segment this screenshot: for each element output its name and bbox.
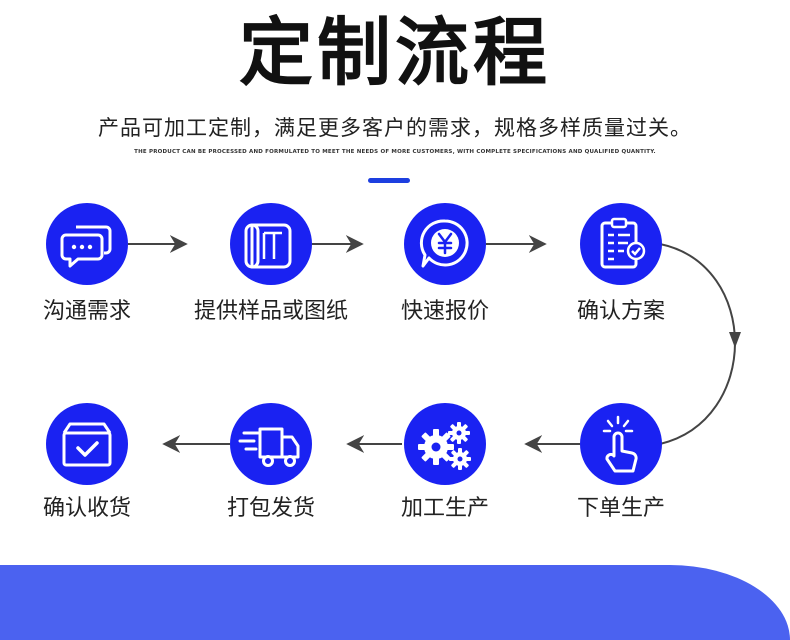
step-8-circle xyxy=(46,403,128,485)
curve-arrowhead xyxy=(729,332,741,348)
page-subtitle: 产品可加工定制，满足更多客户的需求，规格多样质量过关。 xyxy=(98,116,692,140)
step-4-label: 确认方案 xyxy=(576,299,665,324)
footer-banner xyxy=(0,565,790,640)
box-check-icon xyxy=(62,422,112,467)
step-1-circle xyxy=(46,203,128,285)
yen-bubble-icon xyxy=(419,219,469,268)
step-3-label: 快速报价 xyxy=(400,299,489,324)
chat-bubbles-icon xyxy=(60,225,112,268)
title-divider xyxy=(368,178,410,183)
blueprint-scroll-icon xyxy=(244,223,292,269)
step-8-label: 确认收货 xyxy=(42,496,131,521)
step-7-circle xyxy=(230,403,312,485)
tap-finger-icon xyxy=(602,415,638,473)
connector-4-5 xyxy=(659,243,736,445)
step-6-circle xyxy=(404,403,486,485)
step-1-label: 沟通需求 xyxy=(42,299,131,324)
gears-icon xyxy=(418,422,471,470)
delivery-truck-icon xyxy=(238,427,300,467)
step-6-label: 加工生产 xyxy=(400,496,489,521)
step-5-label: 下单生产 xyxy=(576,496,665,521)
step-7-label: 打包发货 xyxy=(226,496,315,521)
step-3-circle xyxy=(404,203,486,285)
step-5-circle xyxy=(580,403,662,485)
page-title: 定制流程 xyxy=(239,10,551,96)
clipboard-check-icon xyxy=(600,217,646,269)
step-4-circle xyxy=(580,203,662,285)
step-2-label: 提供样品或图纸 xyxy=(193,299,348,324)
page-subtitle-english: THE PRODUCT CAN BE PROCESSED AND FORMULA… xyxy=(134,149,656,155)
step-2-circle xyxy=(230,203,312,285)
